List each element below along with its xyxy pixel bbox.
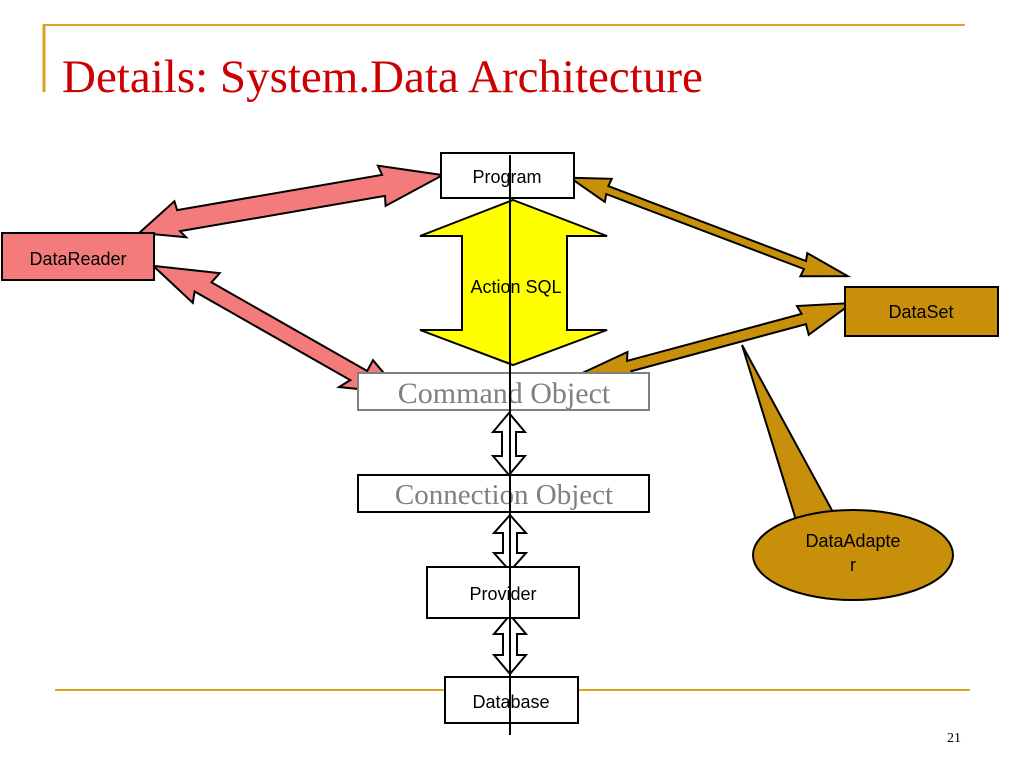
- dataadapter-ellipse: [752, 509, 954, 601]
- dataadapter-label-line1: DataAdapte: [805, 531, 900, 551]
- dataset-label: DataSet: [888, 302, 953, 322]
- slide-title: Details: System.Data Architecture: [62, 51, 703, 103]
- program-box: [440, 152, 575, 199]
- program-dataset-arrow: [566, 176, 852, 278]
- command-object-box: [357, 372, 650, 411]
- database-box: [444, 676, 579, 724]
- connection-object-box: [357, 474, 650, 513]
- action-sql-label: Action SQL: [470, 277, 561, 297]
- dataadapter-callout-pointer: [741, 344, 842, 535]
- connection-object-label: Connection Object: [395, 479, 613, 511]
- page-number: 21: [947, 731, 961, 746]
- provider-label: Provider: [469, 584, 536, 604]
- datareader-box: [1, 232, 155, 281]
- dataset-command-arrow: [577, 301, 856, 380]
- program-label: Program: [472, 167, 541, 187]
- dataadapter-label-line2: r: [850, 555, 856, 575]
- provider-box: [426, 566, 580, 619]
- command-object-label: Command Object: [398, 377, 611, 410]
- dataset-box: [844, 286, 999, 337]
- program-datareader-arrow: [136, 164, 446, 239]
- datareader-label: DataReader: [29, 249, 126, 269]
- action-sql-arrow: [419, 198, 608, 367]
